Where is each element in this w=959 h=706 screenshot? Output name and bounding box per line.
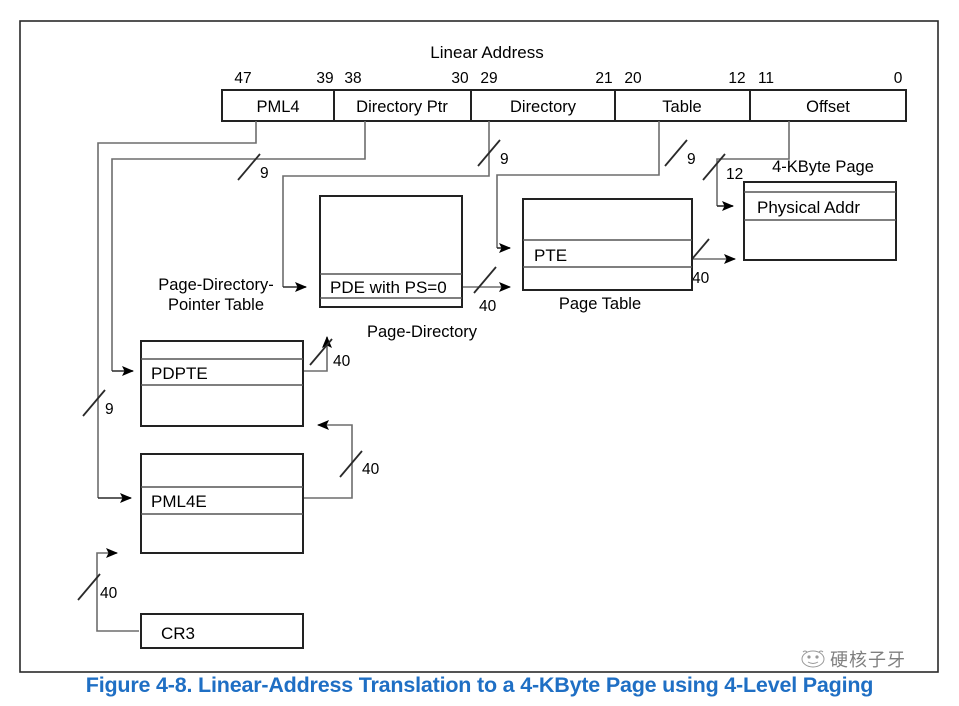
figure-border xyxy=(19,20,939,673)
field-offset-label: Offset xyxy=(806,98,850,116)
pml4-table-entry-label: PML4E xyxy=(151,492,207,511)
buswidth-directory-index: 9 xyxy=(500,151,509,168)
bit-label-12: 12 xyxy=(728,70,745,87)
page-frame-entry-label: Physical Addr xyxy=(757,198,860,217)
pml4-table-box xyxy=(140,453,304,554)
slash-pde-width xyxy=(473,266,497,294)
bit-label-38: 38 xyxy=(344,70,361,87)
buswidth-dirptr-index: 9 xyxy=(260,165,269,182)
bit-label-0: 0 xyxy=(894,70,903,87)
slash-pml4e-width xyxy=(339,450,363,478)
field-pml4-label: PML4 xyxy=(256,98,299,116)
wire-cr3-to-pml4-table xyxy=(96,548,139,632)
slash-dirptr-index xyxy=(237,153,261,181)
field-directory-ptr-label: Directory Ptr xyxy=(356,98,448,116)
page-table-box xyxy=(522,198,693,291)
linear-address-bar xyxy=(221,89,907,122)
pdp-table-box xyxy=(140,340,304,427)
page-directory-caption: Page-Directory xyxy=(367,323,478,341)
pdp-table-entry-label: PDPTE xyxy=(151,364,208,383)
wire-offset-to-physical-addr xyxy=(716,121,790,206)
page-table-caption: Page Table xyxy=(559,295,641,313)
buswidth-pte: 40 xyxy=(692,270,710,287)
buswidth-cr3: 40 xyxy=(100,585,118,602)
buswidth-pml4e: 40 xyxy=(362,461,380,478)
wire-dirptr-field-to-pdpte xyxy=(111,121,366,371)
wire-pdpte-to-page-directory xyxy=(303,336,332,372)
wire-pml4e-to-pdp-table xyxy=(303,420,353,499)
buswidth-pdpte: 40 xyxy=(333,353,351,370)
slash-cr3-width xyxy=(77,573,101,601)
slash-offset-width xyxy=(702,153,726,181)
bit-label-11: 11 xyxy=(758,70,774,87)
field-directory-label: Directory xyxy=(510,98,577,116)
cr3-label: CR3 xyxy=(161,624,195,643)
page-directory-box xyxy=(319,195,463,308)
field-table-label: Table xyxy=(662,98,701,116)
wire-directory-field-to-pde xyxy=(282,121,490,287)
slash-pdpte-width xyxy=(309,338,333,366)
slash-table-index xyxy=(664,139,688,167)
figure-caption: Figure 4-8. Linear-Address Translation t… xyxy=(85,673,874,697)
page-directory-entry-label: PDE with PS=0 xyxy=(330,278,447,297)
bit-label-39: 39 xyxy=(316,70,333,87)
page-frame-box xyxy=(743,181,897,261)
wire-pml4-field-to-pml4e xyxy=(97,121,257,498)
page-table-entry-label: PTE xyxy=(534,246,567,265)
pdp-table-caption-line1: Page-Directory- xyxy=(158,276,274,294)
linear-address-title: Linear Address xyxy=(430,43,543,62)
buswidth-pde: 40 xyxy=(479,298,497,315)
page-frame-caption: 4-KByte Page xyxy=(772,158,874,176)
slash-pml4-index xyxy=(82,389,106,417)
buswidth-offset: 12 xyxy=(726,166,743,183)
wire-table-field-to-pte xyxy=(496,121,660,248)
bit-label-47: 47 xyxy=(234,70,251,87)
bit-label-30: 30 xyxy=(451,70,469,87)
slash-directory-index xyxy=(477,139,501,167)
cr3-box xyxy=(140,613,304,649)
bit-label-20: 20 xyxy=(624,70,642,87)
bit-label-29: 29 xyxy=(480,70,497,87)
pdp-table-caption-line2: Pointer Table xyxy=(168,296,264,314)
bit-label-21: 21 xyxy=(595,70,612,87)
buswidth-pml4-index: 9 xyxy=(105,401,114,418)
buswidth-table-index: 9 xyxy=(687,151,696,168)
